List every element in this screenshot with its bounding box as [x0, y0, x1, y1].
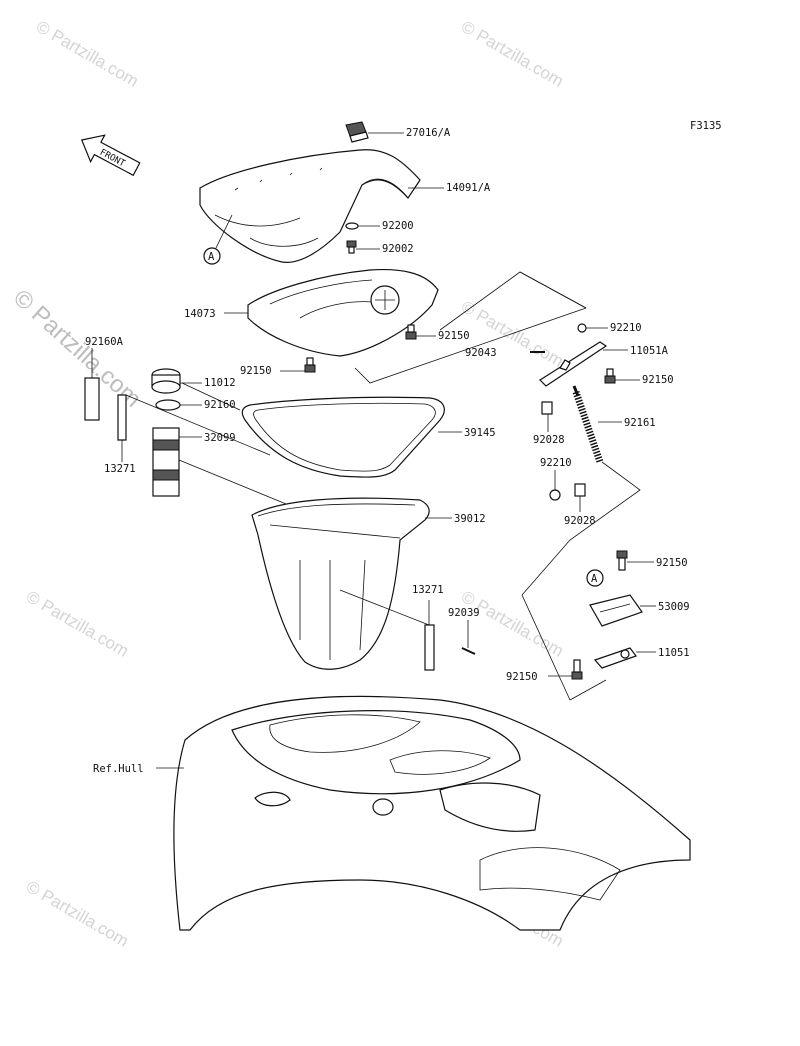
gasket-39145: [241, 396, 445, 478]
ref-circle-a-1-text: A: [208, 251, 215, 263]
bolt-92150-b: [304, 357, 316, 373]
label-39012: 39012: [454, 513, 486, 525]
bolt-92150-e: [571, 659, 583, 680]
label-32099: 32099: [204, 432, 236, 444]
label-92150-d: 92150: [656, 557, 688, 569]
label-92150-a: 92150: [438, 330, 470, 342]
label-92160: 92160: [204, 399, 236, 411]
label-27016: 27016/A: [406, 127, 451, 139]
label-13271-a: 13271: [104, 463, 136, 475]
storage-bucket-39012: [251, 497, 430, 670]
rivet-92039: [461, 647, 476, 655]
seat-base-part: [247, 268, 439, 357]
label-92210-b: 92210: [540, 457, 572, 469]
ref-circle-a-1: [203, 247, 221, 265]
label-92150-b: 92150: [240, 365, 272, 377]
watermark-large: © Partzilla.com: [8, 284, 146, 412]
watermark-2: © Partzilla.com: [458, 17, 567, 91]
front-arrow-icon: FRONT: [80, 134, 141, 177]
label-92028-b: 92028: [564, 515, 596, 527]
cap-11012: [151, 368, 181, 394]
ref-circle-a-2-text: A: [591, 573, 598, 585]
container-32099: [152, 427, 180, 497]
label-14091: 14091/A: [446, 182, 491, 194]
watermark-6: © Partzilla.com: [23, 877, 132, 951]
label-13271-b: 13271: [412, 584, 444, 596]
latch-53009: [589, 594, 643, 627]
bracket-11051: [593, 647, 637, 669]
watermark-1: © Partzilla.com: [33, 17, 142, 91]
bolt-92150-a: [405, 324, 417, 340]
bracket-11051a: [539, 341, 608, 387]
label-92028-a: 92028: [533, 434, 565, 446]
pad-92160a: [84, 377, 100, 421]
strap-13271-b: [424, 624, 435, 671]
label-refhull: Ref.Hull: [93, 763, 144, 775]
bolt-92150-d: [616, 550, 628, 571]
bolt-92002: [346, 240, 357, 254]
washer-92200: [345, 222, 359, 230]
label-92200: 92200: [382, 220, 414, 232]
label-92150-e: 92150: [506, 671, 538, 683]
bolt-92150-c: [604, 368, 616, 384]
damper-92161: [572, 385, 604, 464]
watermark-5: © Partzilla.com: [458, 587, 567, 661]
washer-92210-a: [577, 323, 587, 333]
hull-part: [173, 695, 691, 931]
label-53009: 53009: [658, 601, 690, 613]
label-11051a: 11051A: [630, 345, 669, 357]
label-11012: 11012: [204, 377, 236, 389]
label-92160a: 92160A: [85, 336, 124, 348]
ref-circle-a-2: [586, 569, 604, 587]
label-14073: 14073: [184, 308, 216, 320]
collar-92028-b: [574, 483, 586, 497]
label-92161: 92161: [624, 417, 656, 429]
collar-92028-a: [541, 401, 553, 415]
label-39145: 39145: [464, 427, 496, 439]
label-92210-a: 92210: [610, 322, 642, 334]
label-92150-c: 92150: [642, 374, 674, 386]
seat-part: [199, 149, 421, 263]
watermark-4: © Partzilla.com: [23, 587, 132, 661]
strap-13271-a: [117, 394, 127, 441]
figure-code: F3135: [690, 120, 722, 132]
seat-cap-part: [345, 121, 369, 143]
washer-92210-b: [549, 489, 561, 501]
label-92043: 92043: [465, 347, 497, 359]
gasket-92160: [155, 399, 181, 411]
label-92039: 92039: [448, 607, 480, 619]
label-92002: 92002: [382, 243, 414, 255]
label-11051: 11051: [658, 647, 690, 659]
